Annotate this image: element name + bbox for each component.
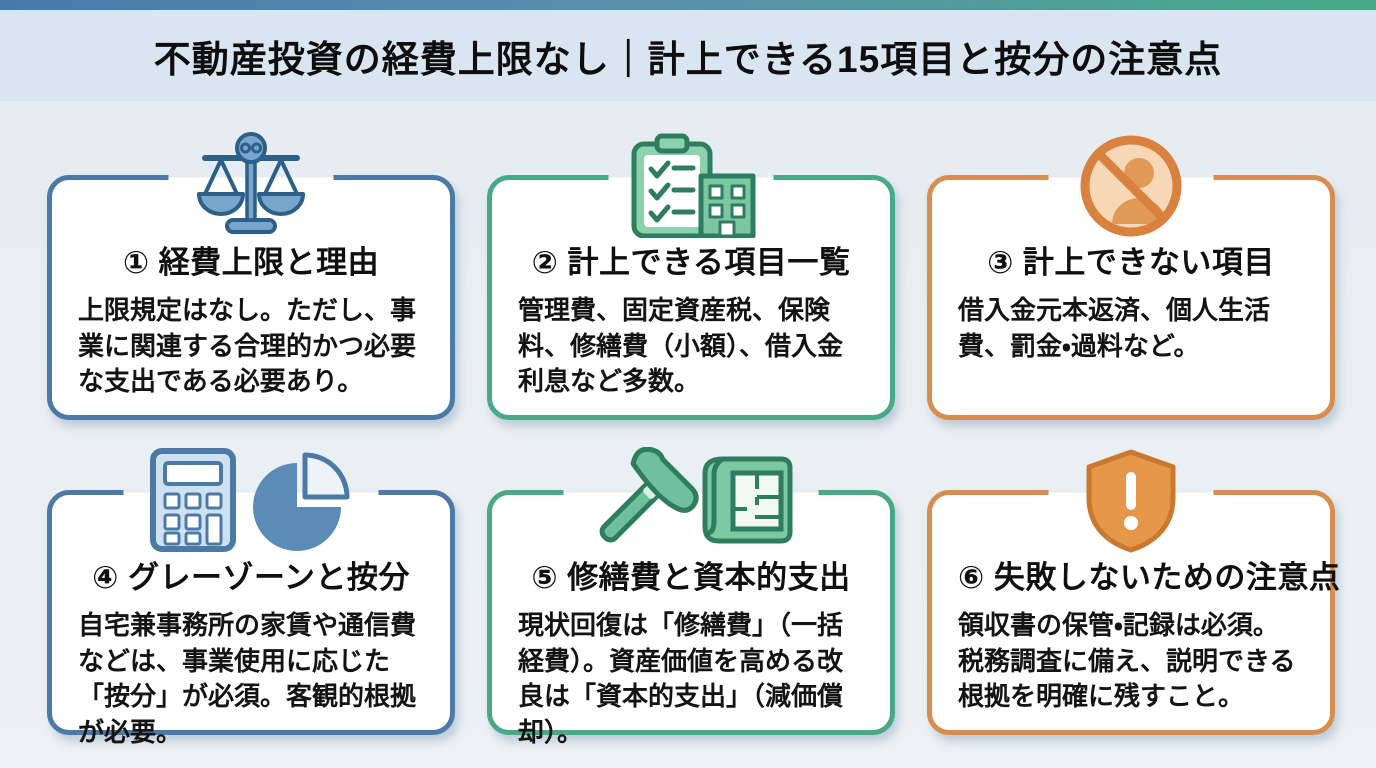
card-body: 領収書の保管・記録は必須。税務調査に備え、説明できる根拠を明確に残すこと。 <box>958 610 1296 712</box>
border-gap <box>123 490 379 495</box>
page-title: 不動産投資の経費上限なし｜計上できる15項目と按分の注意点 <box>153 38 1223 80</box>
card-body: 自宅兼事務所の家賃や通信費などは、事業使用に応じた「按分」が必須。客観的根拠が必… <box>78 610 417 747</box>
card-title: ⑥ 失敗しないための注意点 <box>958 560 1341 595</box>
card-non-deductible-items: ③ 計上できない項目 借入金元本返済、個人生活費、罰金・過料など。 <box>927 135 1335 420</box>
card-repair-vs-capital: ⑤ 修繕費と資本的支出 現状回復は「修繕費」（一括経費）。資産価値を高める改良は… <box>487 446 895 747</box>
top-gradient-bar <box>0 0 1376 10</box>
calculator-pie-icon <box>147 447 355 553</box>
shield-alert-icon <box>1078 447 1184 555</box>
no-person-icon <box>1077 132 1185 240</box>
cards-grid: ① 経費上限と理由 上限規定はなし。ただし、事業に関連する合理的かつ必要な支出で… <box>47 132 1341 747</box>
checklist-building-icon <box>624 132 758 239</box>
card-gray-zone: ④ グレーゾーンと按分 自宅兼事務所の家賃や通信費などは、事業使用に応じた「按分… <box>47 448 455 747</box>
balance-scale-icon <box>190 132 312 236</box>
card-body: 上限規定はなし。ただし、事業に関連する合理的かつ必要な支出である必要あり。 <box>78 295 417 397</box>
card-expense-limit: ① 経費上限と理由 上限規定はなし。ただし、事業に関連する合理的かつ必要な支出で… <box>47 132 455 420</box>
hammer-blueprint-icon <box>585 446 797 553</box>
header-band: 不動産投資の経費上限なし｜計上できる15項目と按分の注意点 <box>0 10 1376 101</box>
card-title: ② 計上できる項目一覧 <box>531 245 851 280</box>
card-title: ⑤ 修繕費と資本的支出 <box>531 560 851 595</box>
card-body: 借入金元本返済、個人生活費、罰金・過料など。 <box>958 295 1271 361</box>
card-body: 現状回復は「修繕費」（一括経費）。資産価値を高める改良は「資本的支出」（減価償却… <box>518 610 844 747</box>
card-title: ① 経費上限と理由 <box>122 245 380 280</box>
card-title: ③ 計上できない項目 <box>987 245 1275 280</box>
card-body: 管理費、固定資産税、保険料、修繕費（小額）、借入金利息など多数。 <box>518 295 844 397</box>
card-deductible-items: ② 計上できる項目一覧 管理費、固定資産税、保険料、修繕費（小額）、借入金利息な… <box>487 133 895 420</box>
card-precautions: ⑥ 失敗しないための注意点 領収書の保管・記録は必須。税務調査に備え、説明できる… <box>927 449 1341 735</box>
card-title: ④ グレーゾーンと按分 <box>92 560 410 595</box>
